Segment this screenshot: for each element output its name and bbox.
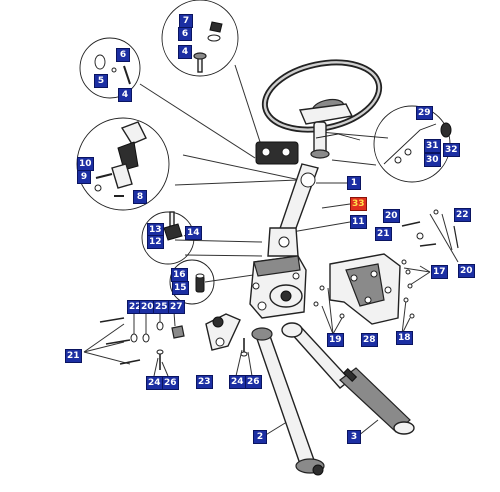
- callout-11[interactable]: 11: [350, 215, 367, 229]
- callout-17[interactable]: 17: [431, 265, 448, 279]
- callout-16[interactable]: 16: [171, 268, 188, 282]
- callout-7[interactable]: 7: [179, 14, 193, 28]
- callout-12[interactable]: 12: [147, 235, 164, 249]
- callout-9[interactable]: 9: [77, 170, 91, 184]
- callout-6[interactable]: 6: [178, 27, 192, 41]
- detail-lever-parts: [383, 122, 452, 165]
- callout-24[interactable]: 24: [146, 376, 163, 390]
- callout-6[interactable]: 6: [116, 48, 130, 62]
- callout-23[interactable]: 23: [196, 375, 213, 389]
- steering-column: [255, 133, 361, 257]
- callout-30[interactable]: 30: [424, 153, 441, 167]
- callout-29[interactable]: 29: [416, 106, 433, 120]
- steering-cylinder: [281, 322, 415, 435]
- pitman-arm: [205, 313, 241, 351]
- callout-3[interactable]: 3: [347, 430, 361, 444]
- callout-24[interactable]: 24: [229, 375, 246, 389]
- callout-22[interactable]: 22: [454, 208, 471, 222]
- callout-33-highlighted[interactable]: 33: [350, 197, 367, 211]
- callout-27[interactable]: 27: [168, 300, 185, 314]
- leader-lines: [83, 64, 459, 437]
- callout-14[interactable]: 14: [185, 226, 202, 240]
- callout-20[interactable]: 20: [458, 264, 475, 278]
- detail-circle-bolt-nut: [161, 0, 239, 77]
- detail-pin-clip-parts: [94, 54, 131, 85]
- callout-10[interactable]: 10: [77, 157, 94, 171]
- drag-link: [251, 327, 325, 476]
- callout-5[interactable]: 5: [94, 74, 108, 88]
- detail-bolt-nut-parts: [193, 21, 223, 73]
- mounting-bracket: [329, 253, 401, 325]
- callout-15[interactable]: 15: [172, 281, 189, 295]
- callout-19[interactable]: 19: [327, 333, 344, 347]
- callout-1[interactable]: 1: [347, 176, 361, 190]
- callout-31[interactable]: 31: [424, 139, 441, 153]
- callout-21[interactable]: 21: [375, 227, 392, 241]
- callout-8[interactable]: 8: [133, 190, 147, 204]
- steering-wheel: [261, 59, 383, 159]
- callout-25[interactable]: 25: [153, 300, 170, 314]
- detail-circle-bushing: [169, 259, 215, 305]
- left-fasteners: [99, 317, 248, 370]
- right-fasteners: [313, 209, 459, 319]
- callout-26[interactable]: 26: [245, 375, 262, 389]
- detail-circle-pin-clip: [79, 37, 141, 99]
- callout-4[interactable]: 4: [118, 88, 132, 102]
- callout-26[interactable]: 26: [162, 376, 179, 390]
- callout-2[interactable]: 2: [253, 430, 267, 444]
- callout-21[interactable]: 21: [65, 349, 82, 363]
- detail-universal-joint-parts: [94, 121, 147, 197]
- callout-4[interactable]: 4: [178, 45, 192, 59]
- steering-gearbox: [249, 255, 307, 319]
- callout-32[interactable]: 32: [443, 143, 460, 157]
- callout-18[interactable]: 18: [396, 331, 413, 345]
- detail-bushing-parts: [195, 273, 205, 293]
- callout-20[interactable]: 20: [383, 209, 400, 223]
- callout-28[interactable]: 28: [361, 333, 378, 347]
